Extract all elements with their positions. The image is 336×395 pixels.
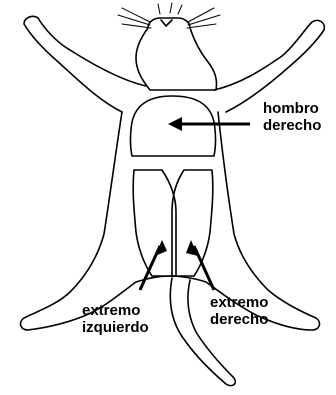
shoulder-arrow — [168, 117, 250, 131]
label-end-right: extremo derecho — [210, 294, 268, 328]
label-end-left: extremo izquierdo — [82, 302, 149, 336]
right-foreleg — [214, 20, 324, 112]
label-shoulder-right: hombro derecho — [263, 100, 321, 134]
whiskers — [118, 3, 220, 28]
left-end-arrow — [140, 240, 167, 290]
cat-head — [136, 18, 217, 90]
cat-nose — [161, 20, 172, 26]
left-foreleg — [24, 16, 146, 112]
right-end-plate — [172, 170, 213, 276]
